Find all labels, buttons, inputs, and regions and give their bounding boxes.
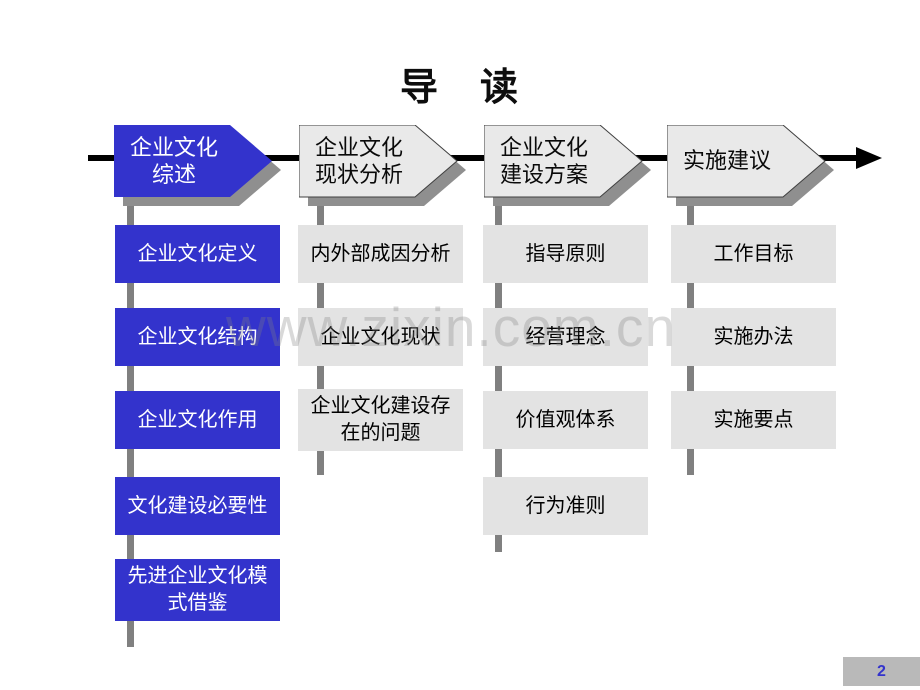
page-title: 导 读 [399,67,520,109]
stage-label: 实施建议 [682,148,771,174]
topic-box: 实施要点 [671,391,836,449]
topic-box: 内外部成因分析 [298,225,463,283]
chevron-arrow-icon [114,125,281,206]
topic-box: 企业文化定义 [115,225,280,283]
chevron-arrow-icon [484,125,651,206]
chevron-arrow-icon [667,125,834,206]
topic-box: 企业文化作用 [115,391,280,449]
connector-line-col3 [495,200,502,552]
topic-box: 文化建设必要性 [115,477,280,535]
topic-box: 工作目标 [671,225,836,283]
page-number: 2 [877,662,886,680]
topic-box: 企业文化现状 [298,308,463,366]
stage-chevron-analysis: 企业文化 现状分析 [299,125,469,209]
page-number-badge: 2 [843,657,920,686]
stage-label: 企业文化 建设方案 [499,134,588,188]
topic-box: 指导原则 [483,225,648,283]
stage-chevron-plan: 企业文化 建设方案 [484,125,654,209]
topic-box: 企业文化结构 [115,308,280,366]
stage-label: 企业文化 现状分析 [314,134,403,188]
stage-label: 企业文化 综述 [129,134,218,188]
chevron-arrow-icon [299,125,466,206]
stage-chevron-overview: 企业文化 综述 [114,125,284,209]
topic-box: 行为准则 [483,477,648,535]
topic-box: 企业文化建设存在的问题 [298,389,463,451]
flow-arrowhead-icon [856,147,882,169]
topic-box: 先进企业文化模式借鉴 [115,559,280,621]
topic-box: 经营理念 [483,308,648,366]
stage-chevron-implementation: 实施建议 [667,125,837,209]
flow-line [88,155,858,161]
topic-box: 实施办法 [671,308,836,366]
topic-box: 价值观体系 [483,391,648,449]
